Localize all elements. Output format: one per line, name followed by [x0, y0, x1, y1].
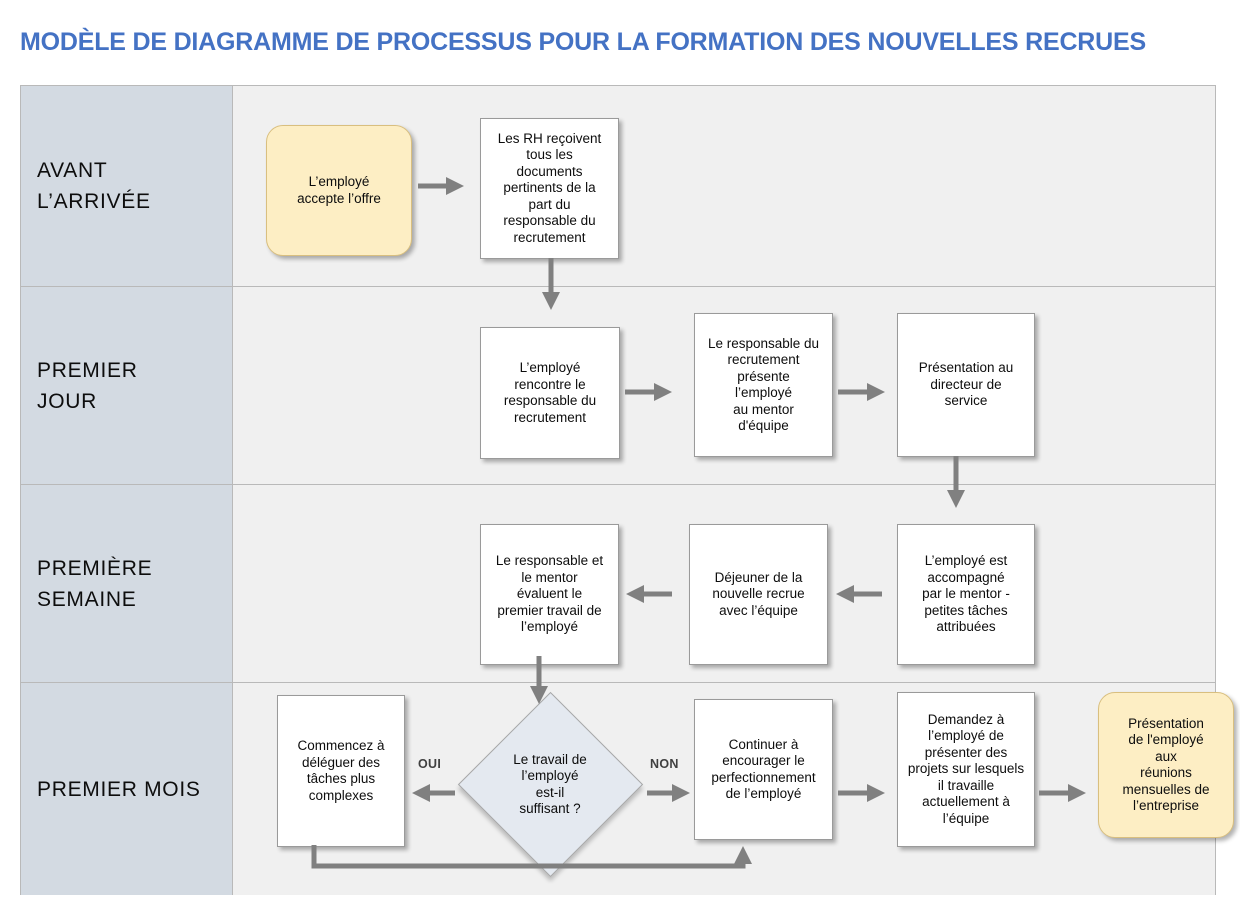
lane-label-premier-jour: PREMIER JOUR — [21, 287, 233, 484]
lane-label-text: PREMIER MOIS — [37, 777, 201, 801]
lane-row-premier-jour: PREMIER JOUR L’employé rencontre le resp… — [21, 287, 1215, 485]
lane-body-premiere-semaine: Le responsable et le mentor évaluent le … — [233, 485, 1215, 682]
lane-label-avant-larrivee: AVANT L’ARRIVÉE — [21, 86, 233, 286]
connector-arrow-down-rh-to-rencontre — [538, 258, 564, 314]
decision-label: Le travail de l’employé est-il suffisant… — [513, 751, 587, 817]
connector-arrow-right — [643, 780, 695, 806]
lane-label-text: PREMIÈRE SEMAINE — [37, 556, 153, 611]
connector-arrow-left — [835, 581, 887, 607]
connector-arrow-down-directeur-to-mentor — [943, 456, 969, 512]
node-responsable-mentor-evaluent[interactable]: Le responsable et le mentor évaluent le … — [480, 524, 619, 665]
lane-row-avant-larrivee: AVANT L’ARRIVÉE L’employé accepte l’offr… — [21, 86, 1215, 287]
node-commencez-deleguer-taches[interactable]: Commencez à déléguer des tâches plus com… — [277, 695, 405, 847]
lane-body-avant-larrivee: L’employé accepte l’offre Les RH reçoive… — [233, 86, 1215, 286]
node-demandez-presenter-projets[interactable]: Demandez à l’employé de présenter des pr… — [897, 692, 1035, 847]
node-employe-rencontre-responsable[interactable]: L’employé rencontre le responsable du re… — [480, 327, 620, 459]
edge-label-oui: OUI — [418, 757, 442, 771]
connector-arrow-right — [838, 780, 890, 806]
connector-arrow-left — [411, 780, 459, 806]
lane-label-premiere-semaine: PREMIÈRE SEMAINE — [21, 485, 233, 682]
lane-label-text: AVANT L’ARRIVÉE — [37, 159, 151, 213]
node-rh-recoivent-documents[interactable]: Les RH reçoivent tous les documents pert… — [480, 118, 619, 259]
node-employe-accompagne-mentor[interactable]: L’employé est accompagné par le mentor -… — [897, 524, 1035, 665]
connector-arrow-right — [625, 379, 677, 405]
connector-feedback-loop-delegation — [311, 842, 761, 894]
connector-arrow-right — [1039, 780, 1091, 806]
node-presentation-directeur-service[interactable]: Présentation au directeur de service — [897, 313, 1035, 457]
lane-label-text: PREMIER JOUR — [37, 358, 138, 413]
node-presentation-reunions-mensuelles[interactable]: Présentation de l'employé aux réunions m… — [1098, 692, 1234, 838]
lane-row-premier-mois: PREMIER MOIS Commencez à déléguer des tâ… — [21, 683, 1234, 895]
lane-label-premier-mois: PREMIER MOIS — [21, 683, 233, 895]
connector-arrow-down-evaluent-to-decision — [526, 656, 552, 708]
page-title: MODÈLE DE DIAGRAMME DE PROCESSUS POUR LA… — [20, 28, 1146, 56]
node-responsable-presente-mentor[interactable]: Le responsable du recrutement présente l… — [694, 313, 833, 457]
node-travail-suffisant-decision[interactable]: Le travail de l’employé est-il suffisant… — [457, 691, 643, 878]
lane-row-premiere-semaine: PREMIÈRE SEMAINE Le responsable et le me… — [21, 485, 1215, 683]
lane-body-premier-mois: Commencez à déléguer des tâches plus com… — [233, 683, 1234, 895]
connector-arrow-right — [418, 173, 468, 199]
connector-arrow-left — [625, 581, 677, 607]
node-employe-accepte-offre[interactable]: L’employé accepte l’offre — [266, 125, 412, 256]
lane-body-premier-jour: L’employé rencontre le responsable du re… — [233, 287, 1215, 484]
edge-label-non: NON — [650, 757, 679, 771]
connector-arrow-right — [838, 379, 890, 405]
swimlane-diagram: AVANT L’ARRIVÉE L’employé accepte l’offr… — [20, 85, 1234, 895]
node-dejeuner-nouvelle-recrue[interactable]: Déjeuner de la nouvelle recrue avec l’éq… — [689, 524, 828, 665]
node-continuer-encourager[interactable]: Continuer à encourager le perfectionneme… — [694, 699, 833, 840]
